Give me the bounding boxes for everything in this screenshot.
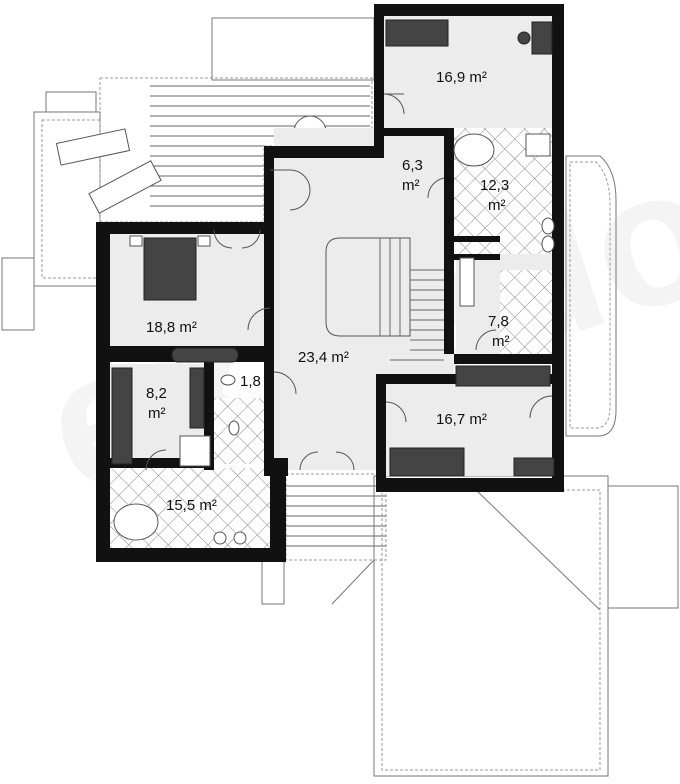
label-wc: 1,8: [240, 373, 261, 390]
terrace-south: [261, 473, 679, 777]
label-bathroom-east: 12,3: [480, 177, 509, 194]
label-hall-main: 23,4 m²: [298, 349, 349, 366]
bed-south: [389, 447, 465, 477]
terrace-slats: [150, 85, 370, 207]
terrace-east: [565, 155, 617, 437]
label-wardrobe: 8,2: [146, 385, 167, 402]
label-hall-small: 6,3: [402, 157, 423, 174]
label-wardrobe-unit: m²: [148, 405, 166, 422]
bed-west: [143, 237, 197, 301]
label-bathroom-west: 15,5 m²: [166, 497, 217, 514]
terrace-south-slats: [286, 485, 386, 547]
label-kitchenette-unit: m²: [492, 333, 510, 350]
doors: [145, 93, 553, 471]
label-kitchenette: 7,8: [488, 313, 509, 330]
label-hall-small-unit: m²: [402, 177, 420, 194]
label-bedroom-north: 16,9 m²: [436, 69, 487, 86]
furniture: [111, 19, 555, 545]
label-bathroom-east-unit: m²: [488, 197, 506, 214]
bed-north: [385, 19, 449, 47]
staircase: [325, 237, 444, 361]
label-bedroom-west: 18,8 m²: [146, 319, 197, 336]
label-bedroom-south: 16,7 m²: [436, 411, 487, 428]
room-labels: 16,9 m² 6,3 m² 12,3 m² 7,8 m² 18,8 m² 23…: [146, 69, 510, 514]
